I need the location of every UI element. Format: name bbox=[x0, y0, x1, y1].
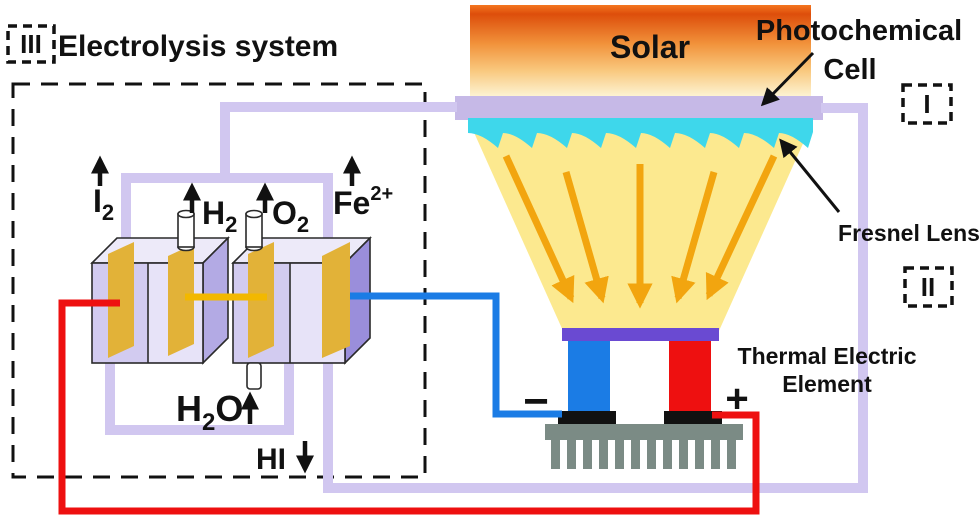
gas-tube-h2 bbox=[177, 213, 195, 248]
fresnel-pointer-arrow bbox=[779, 138, 841, 213]
te-ceramic-plate bbox=[562, 328, 719, 341]
pipe-right-return-loop bbox=[323, 103, 868, 493]
electrolysis-cell-right bbox=[231, 209, 372, 390]
label-hi: HI bbox=[256, 443, 286, 476]
marker-ii-label: II bbox=[921, 272, 935, 302]
electrolysis-system-title: Electrolysis system bbox=[58, 30, 338, 63]
electrode bbox=[108, 242, 134, 358]
label-h2o: H2O bbox=[176, 388, 243, 436]
lavender-pipes bbox=[105, 102, 868, 493]
label-o2-base: O bbox=[272, 195, 297, 231]
fresnel-lens-label: Fresnel Lens bbox=[838, 220, 980, 246]
photochemical-cell-label-line2: Cell bbox=[823, 54, 876, 86]
label-i2: I2 bbox=[93, 183, 114, 225]
gas-tube-o2 bbox=[245, 213, 263, 248]
minus-sign: − bbox=[523, 377, 549, 426]
heatsink-base bbox=[545, 424, 743, 440]
blue-wire-negative bbox=[350, 292, 562, 418]
electrode bbox=[168, 244, 194, 356]
thermoelectric-element bbox=[545, 328, 743, 469]
label-fe2-sup: 2+ bbox=[370, 183, 393, 205]
marker-i-box bbox=[901, 83, 953, 125]
label-h2o-o: O bbox=[215, 388, 243, 429]
pipe-bottom-u bbox=[105, 358, 294, 435]
te-hot-leg bbox=[669, 341, 711, 411]
te-contact-pad-right bbox=[664, 411, 722, 424]
heatsink-fins bbox=[551, 439, 736, 469]
label-h2o-h: H bbox=[176, 388, 202, 429]
label-h2: H2 bbox=[202, 195, 237, 237]
marker-i-label: I bbox=[923, 89, 930, 119]
marker-iii: III bbox=[6, 24, 56, 64]
te-cold-leg bbox=[568, 341, 610, 411]
sun-ray bbox=[705, 154, 778, 301]
electrode bbox=[322, 242, 350, 358]
sun-rays bbox=[502, 154, 778, 309]
sun-ray bbox=[562, 171, 609, 304]
thermal-electric-label-line1: Thermal Electric bbox=[738, 343, 917, 369]
sun-ray bbox=[671, 171, 718, 304]
label-h2-base: H bbox=[202, 195, 225, 231]
photochemical-pointer-arrow bbox=[760, 51, 815, 107]
solar-label: Solar bbox=[610, 29, 690, 65]
label-fe2-base: Fe bbox=[333, 185, 370, 221]
gas-tube-o2-mouth bbox=[245, 209, 263, 219]
pipe-top-manifold bbox=[121, 173, 333, 250]
marker-iii-label: III bbox=[20, 29, 42, 59]
label-h2-sub: 2 bbox=[225, 212, 237, 237]
marker-i: I bbox=[901, 83, 953, 125]
te-contact-pad-left bbox=[558, 411, 616, 424]
label-h2o-sub: 2 bbox=[202, 409, 215, 436]
sun-ray bbox=[502, 154, 575, 304]
photochemical-cell-label-line1: Photochemical bbox=[756, 15, 962, 47]
plus-sign: + bbox=[725, 377, 748, 421]
pipe-photocell-to-cells bbox=[220, 102, 457, 183]
water-inlet-tube bbox=[246, 362, 262, 390]
electrolysis-system-dashed-box bbox=[11, 82, 427, 479]
marker-ii: II bbox=[903, 266, 954, 308]
solar-gradient-block bbox=[470, 5, 811, 96]
thermal-electric-label-line2: Element bbox=[782, 371, 872, 397]
label-fe2plus: Fe2+ bbox=[333, 183, 393, 221]
label-o2-sub: 2 bbox=[297, 212, 309, 237]
label-i2-sub: 2 bbox=[102, 200, 114, 225]
fresnel-lens-shape bbox=[468, 118, 813, 148]
electrolysis-cell-left bbox=[90, 209, 230, 365]
label-o2: O2 bbox=[272, 195, 309, 237]
label-i2-base: I bbox=[93, 183, 102, 219]
red-wire-positive bbox=[58, 299, 760, 515]
marker-ii-box bbox=[903, 266, 954, 308]
marker-iii-box bbox=[6, 24, 56, 64]
